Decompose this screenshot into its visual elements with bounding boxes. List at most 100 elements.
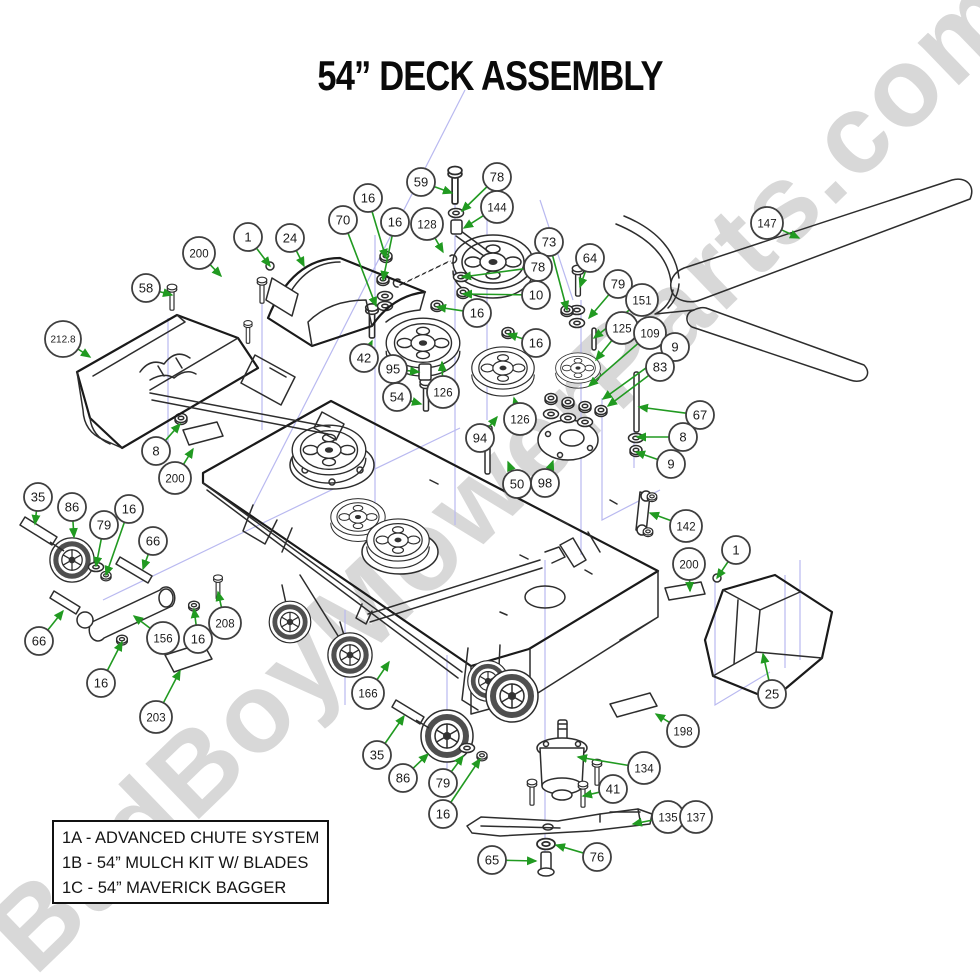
- callout-1[interactable]: 1: [233, 222, 263, 252]
- svg-text:98: 98: [538, 476, 552, 491]
- legend-item-1b: 1B - 54” MULCH KIT W/ BLADES: [62, 854, 309, 872]
- leader-arrow: [781, 229, 801, 239]
- callout-79[interactable]: 79: [428, 768, 458, 798]
- leader-arrow: [588, 294, 610, 320]
- callout-25[interactable]: 25: [757, 679, 787, 709]
- callout-58[interactable]: 58: [131, 273, 161, 303]
- svg-text:73: 73: [542, 235, 556, 250]
- callout-8[interactable]: 8: [668, 422, 698, 452]
- callout-109[interactable]: 109: [633, 316, 667, 350]
- leader-arrow: [164, 422, 181, 442]
- callout-134[interactable]: 134: [627, 751, 661, 785]
- callout-35[interactable]: 35: [362, 740, 392, 770]
- callout-137[interactable]: 137: [679, 800, 713, 834]
- leader-arrow: [462, 214, 484, 229]
- callout-198[interactable]: 198: [666, 714, 700, 748]
- svg-text:70: 70: [336, 213, 350, 228]
- callout-78[interactable]: 78: [482, 162, 512, 192]
- callout-66[interactable]: 66: [138, 526, 168, 556]
- callout-76[interactable]: 76: [582, 842, 612, 872]
- callout-9[interactable]: 9: [660, 332, 690, 362]
- svg-text:1: 1: [244, 230, 251, 245]
- callout-147[interactable]: 147: [750, 206, 784, 240]
- svg-text:8: 8: [679, 430, 686, 445]
- svg-text:41: 41: [606, 782, 620, 797]
- callout-65[interactable]: 65: [477, 845, 507, 875]
- callout-95[interactable]: 95: [378, 354, 408, 384]
- svg-text:79: 79: [97, 518, 111, 533]
- svg-text:126: 126: [510, 415, 529, 427]
- callout-1[interactable]: 1: [721, 535, 751, 565]
- callout-66[interactable]: 66: [24, 626, 54, 656]
- callout-50[interactable]: 50: [502, 469, 532, 499]
- svg-text:16: 16: [529, 336, 543, 351]
- callout-166[interactable]: 166: [351, 676, 385, 710]
- svg-text:198: 198: [673, 727, 692, 739]
- callout-35[interactable]: 35: [23, 482, 53, 512]
- callout-78[interactable]: 78: [523, 252, 553, 282]
- callout-125[interactable]: 125: [605, 311, 639, 345]
- svg-text:8: 8: [152, 444, 159, 459]
- callout-41[interactable]: 41: [598, 774, 628, 804]
- callout-86[interactable]: 86: [57, 492, 87, 522]
- callout-200[interactable]: 200: [672, 547, 706, 581]
- callout-16[interactable]: 16: [462, 298, 492, 328]
- leader-arrow: [631, 817, 653, 827]
- callout-135[interactable]: 135: [651, 800, 685, 834]
- callout-16[interactable]: 16: [114, 494, 144, 524]
- callout-203[interactable]: 203: [139, 700, 173, 734]
- hardware: [166, 165, 722, 600]
- callout-16[interactable]: 16: [183, 624, 213, 654]
- callout-16[interactable]: 16: [428, 799, 458, 829]
- leader-arrow: [637, 403, 687, 414]
- callout-86[interactable]: 86: [388, 763, 418, 793]
- callout-73[interactable]: 73: [534, 227, 564, 257]
- callout-94[interactable]: 94: [465, 423, 495, 453]
- callout-54[interactable]: 54: [382, 382, 412, 412]
- callout-151[interactable]: 151: [625, 283, 659, 317]
- svg-text:58: 58: [139, 281, 153, 296]
- leader-arrow: [581, 789, 600, 799]
- svg-text:203: 203: [146, 713, 165, 725]
- callout-59[interactable]: 59: [406, 167, 436, 197]
- callout-200[interactable]: 200: [182, 236, 216, 270]
- leader-arrow: [132, 615, 151, 629]
- callout-16[interactable]: 16: [521, 328, 551, 358]
- callout-79[interactable]: 79: [89, 510, 119, 540]
- callout-42[interactable]: 42: [349, 343, 379, 373]
- callout-8[interactable]: 8: [141, 436, 171, 466]
- callout-24[interactable]: 24: [275, 223, 305, 253]
- wheels: [19, 516, 538, 762]
- callout-98[interactable]: 98: [530, 468, 560, 498]
- callout-16[interactable]: 16: [86, 668, 116, 698]
- callout-70[interactable]: 70: [328, 205, 358, 235]
- callout-212.8[interactable]: 212.8: [44, 320, 82, 358]
- callout-16[interactable]: 16: [380, 207, 410, 237]
- callout-142[interactable]: 142: [669, 509, 703, 543]
- callout-16[interactable]: 16: [353, 183, 383, 213]
- svg-text:78: 78: [531, 260, 545, 275]
- callout-156[interactable]: 156: [146, 621, 180, 655]
- callout-126[interactable]: 126: [426, 375, 460, 409]
- svg-text:16: 16: [361, 191, 375, 206]
- leader-arrow: [450, 757, 481, 803]
- callout-128[interactable]: 128: [410, 207, 444, 241]
- leader-arrow: [31, 510, 41, 526]
- callout-144[interactable]: 144: [480, 190, 514, 224]
- callout-9[interactable]: 9: [656, 449, 686, 479]
- legend-box: 1A - ADVANCED CHUTE SYSTEM 1B - 54” MULC…: [52, 820, 329, 904]
- leader-arrow: [106, 640, 123, 671]
- callout-10[interactable]: 10: [521, 280, 551, 310]
- callout-67[interactable]: 67: [685, 400, 715, 430]
- callout-83[interactable]: 83: [645, 352, 675, 382]
- link-142: [635, 490, 658, 538]
- leader-arrow: [576, 754, 629, 767]
- callout-79[interactable]: 79: [603, 269, 633, 299]
- callout-200[interactable]: 200: [158, 461, 192, 495]
- callout-126[interactable]: 126: [503, 402, 537, 436]
- leader-arrow: [141, 553, 151, 571]
- callout-64[interactable]: 64: [575, 243, 605, 273]
- leader-arrow: [512, 396, 521, 408]
- callout-208[interactable]: 208: [208, 606, 242, 640]
